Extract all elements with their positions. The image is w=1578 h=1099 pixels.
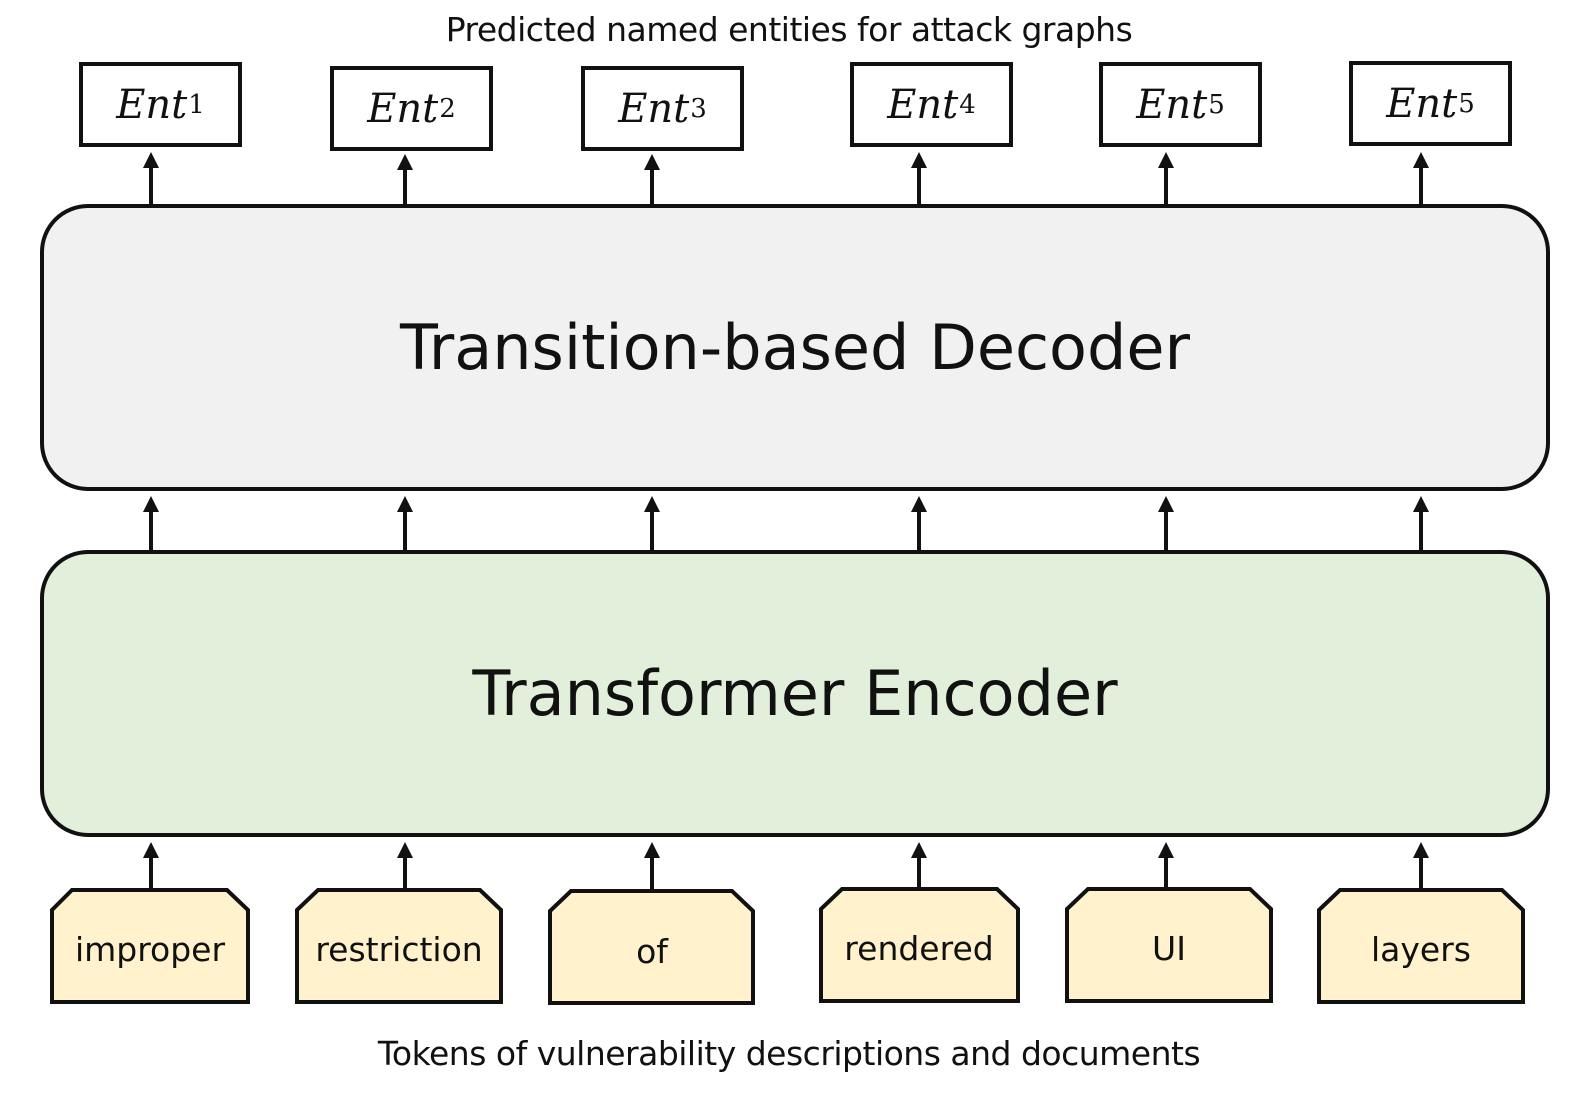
entity-1-label: Ent — [116, 81, 188, 128]
token-shape-4 — [819, 887, 1020, 1003]
entity-2-label: Ent — [367, 85, 439, 132]
token-shape-3 — [548, 889, 755, 1005]
transition-decoder-block: Transition-based Decoder — [40, 204, 1550, 491]
entity-5-subscript: 5 — [1208, 89, 1225, 120]
entity-2-subscript: 2 — [439, 93, 456, 124]
entity-4-subscript: 4 — [959, 89, 976, 120]
entities-caption: Predicted named entities for attack grap… — [445, 10, 1133, 49]
token-layers: layers — [1371, 930, 1471, 969]
token-rendered: rendered — [844, 929, 994, 968]
token-improper: improper — [74, 930, 226, 969]
entity-1-subscript: 1 — [188, 89, 205, 120]
tokens-caption: Tokens of vulnerability descriptions and… — [377, 1034, 1201, 1073]
transformer-encoder-block: Transformer Encoder — [40, 550, 1550, 837]
encoder-to-decoder-arrows — [143, 496, 1429, 550]
entity-6-subscript: 5 — [1458, 88, 1475, 119]
token-shape-2 — [295, 888, 503, 1004]
token-shape-1 — [50, 888, 250, 1004]
token-restriction: restriction — [315, 930, 483, 969]
token-of: of — [636, 932, 668, 971]
token-shape-5 — [1065, 887, 1273, 1003]
entity-4-label: Ent — [887, 81, 959, 128]
token-to-encoder-arrows — [143, 842, 1429, 890]
token-ui: UI — [1152, 929, 1186, 968]
entity-3-label: Ent — [618, 85, 690, 132]
entity-5-label: Ent — [1136, 81, 1208, 128]
entity-3-subscript: 3 — [690, 93, 707, 124]
token-shapes — [50, 887, 1525, 1005]
decoder-to-entity-arrows — [143, 152, 1429, 204]
entity-6-label: Ent — [1386, 80, 1458, 127]
token-shape-6 — [1317, 888, 1525, 1004]
